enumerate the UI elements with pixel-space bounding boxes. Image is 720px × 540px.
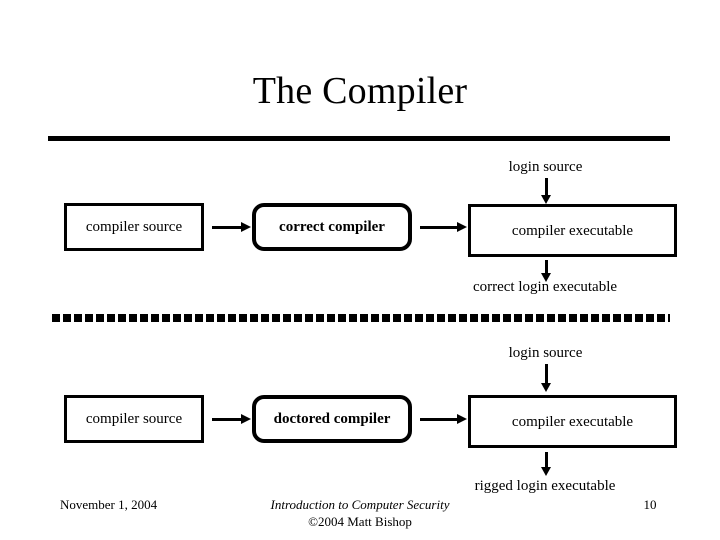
box-compiler-source-row1: compiler source bbox=[64, 203, 204, 251]
box-compiler-executable-row2: compiler executable bbox=[468, 395, 677, 448]
box-doctored-compiler: doctored compiler bbox=[252, 395, 412, 443]
footer-center: Introduction to Computer Security ©2004 … bbox=[180, 496, 540, 530]
footer-date: November 1, 2004 bbox=[60, 497, 158, 512]
arrow-right-compiler-to-executable-row2 bbox=[420, 414, 467, 424]
arrow-right-source-to-compiler-row1 bbox=[212, 222, 251, 232]
label-correct-login-executable: correct login executable bbox=[472, 279, 618, 295]
label-login-source-row2: login source bbox=[508, 345, 583, 361]
arrow-down-login-source-row1 bbox=[541, 178, 551, 204]
label-rigged-login-executable: rigged login executable bbox=[474, 478, 616, 494]
footer-page-number: 10 bbox=[643, 497, 657, 512]
arrow-right-compiler-to-executable-row1 bbox=[420, 222, 467, 232]
box-compiler-source-row2: compiler source bbox=[64, 395, 204, 443]
footer-copyright: ©2004 Matt Bishop bbox=[308, 514, 412, 529]
arrow-down-rigged-login-executable bbox=[541, 452, 551, 476]
arrow-right-source-to-compiler-row2 bbox=[212, 414, 251, 424]
arrow-down-correct-login-executable bbox=[541, 260, 551, 282]
arrow-down-login-source-row2 bbox=[541, 364, 551, 392]
page-title: The Compiler bbox=[252, 70, 468, 112]
dashed-separator bbox=[52, 314, 670, 322]
footer-course-title: Introduction to Computer Security bbox=[270, 497, 450, 512]
box-compiler-executable-row1: compiler executable bbox=[468, 204, 677, 257]
title-divider-rule bbox=[48, 136, 670, 141]
label-login-source-row1: login source bbox=[508, 159, 583, 175]
box-correct-compiler: correct compiler bbox=[252, 203, 412, 251]
